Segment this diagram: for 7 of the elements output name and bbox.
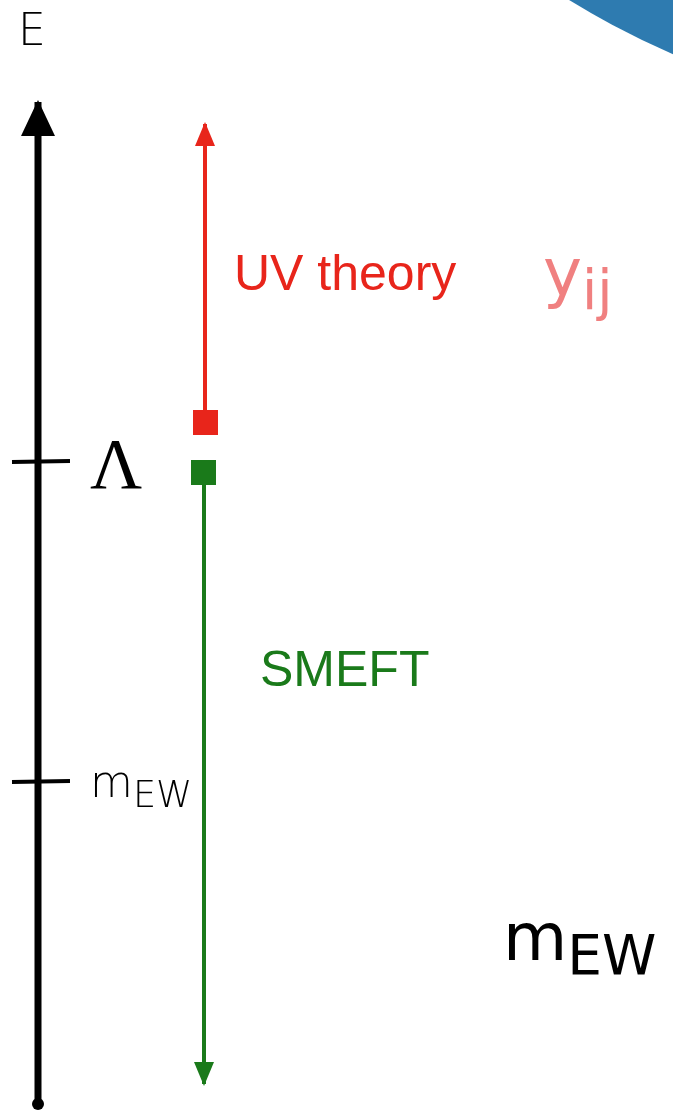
region-label: UV theory (234, 248, 457, 298)
coupling-label: y$_{ij}$ (543, 240, 613, 319)
scale-label: m$_{EW}$ (90, 760, 193, 814)
axis-label: E (18, 8, 46, 52)
mass-label: m$_{EW}$ (503, 905, 657, 984)
scale-label: Λ (90, 428, 143, 500)
region-label: SMEFT (260, 644, 430, 694)
